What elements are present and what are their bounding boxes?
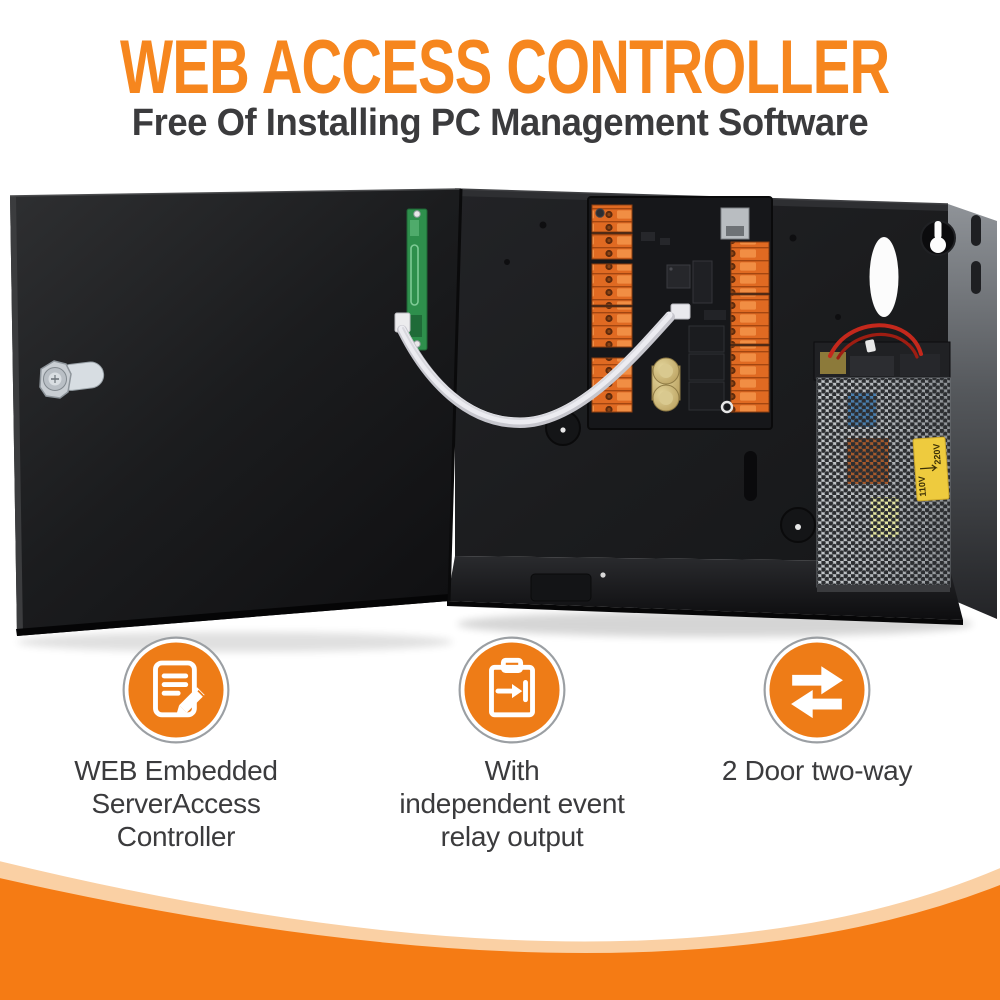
cpu-chip bbox=[666, 264, 691, 289]
ribbon-cable bbox=[397, 311, 675, 429]
controller-board bbox=[587, 196, 773, 430]
relays bbox=[688, 325, 725, 411]
side-slot bbox=[971, 215, 981, 246]
clipboard-export-icon bbox=[458, 636, 566, 744]
svg-text:220V: 220V bbox=[931, 443, 942, 465]
box-side-wall bbox=[948, 204, 997, 619]
side-slot bbox=[971, 261, 981, 294]
pencil-glyph bbox=[176, 687, 207, 716]
door-panel bbox=[9, 188, 463, 636]
svg-text:110V: 110V bbox=[917, 476, 928, 497]
feature-label: WEB Embedded ServerAccess Controller bbox=[74, 755, 278, 852]
page-title: WEB ACCESS CONTROLLER bbox=[120, 23, 890, 110]
feature-relay-output: With independent event relay output bbox=[362, 636, 662, 853]
page-subtitle: Free Of Installing PC Management Softwar… bbox=[131, 102, 869, 144]
battery-holder bbox=[651, 357, 681, 412]
feature-web-server: WEB Embedded ServerAccess Controller bbox=[26, 636, 326, 853]
power-supply: 220V 110V bbox=[813, 323, 951, 592]
power-wires bbox=[828, 323, 923, 360]
psu-voltage-label: 220V 110V bbox=[912, 436, 950, 502]
door-lock bbox=[39, 360, 105, 399]
ribbon-connector bbox=[670, 303, 691, 320]
two-way-arrows-icon bbox=[763, 636, 871, 744]
door-pcb bbox=[394, 208, 428, 351]
terminal-blocks-right bbox=[730, 241, 770, 413]
cable-hole bbox=[869, 237, 899, 317]
bottom-swoosh bbox=[0, 861, 1000, 1000]
document-edit-icon bbox=[122, 636, 230, 744]
panel-slot bbox=[744, 451, 757, 501]
feature-list: WEB Embedded ServerAccess Controller Wit… bbox=[0, 636, 1000, 856]
bottom-clip bbox=[530, 573, 592, 602]
feature-label: With independent event relay output bbox=[399, 755, 625, 852]
feature-two-door: 2 Door two-way bbox=[667, 636, 967, 787]
mounting-keyhole bbox=[920, 220, 956, 256]
feature-label: 2 Door two-way bbox=[721, 755, 913, 786]
product-photo: 220V 110V bbox=[9, 188, 997, 652]
